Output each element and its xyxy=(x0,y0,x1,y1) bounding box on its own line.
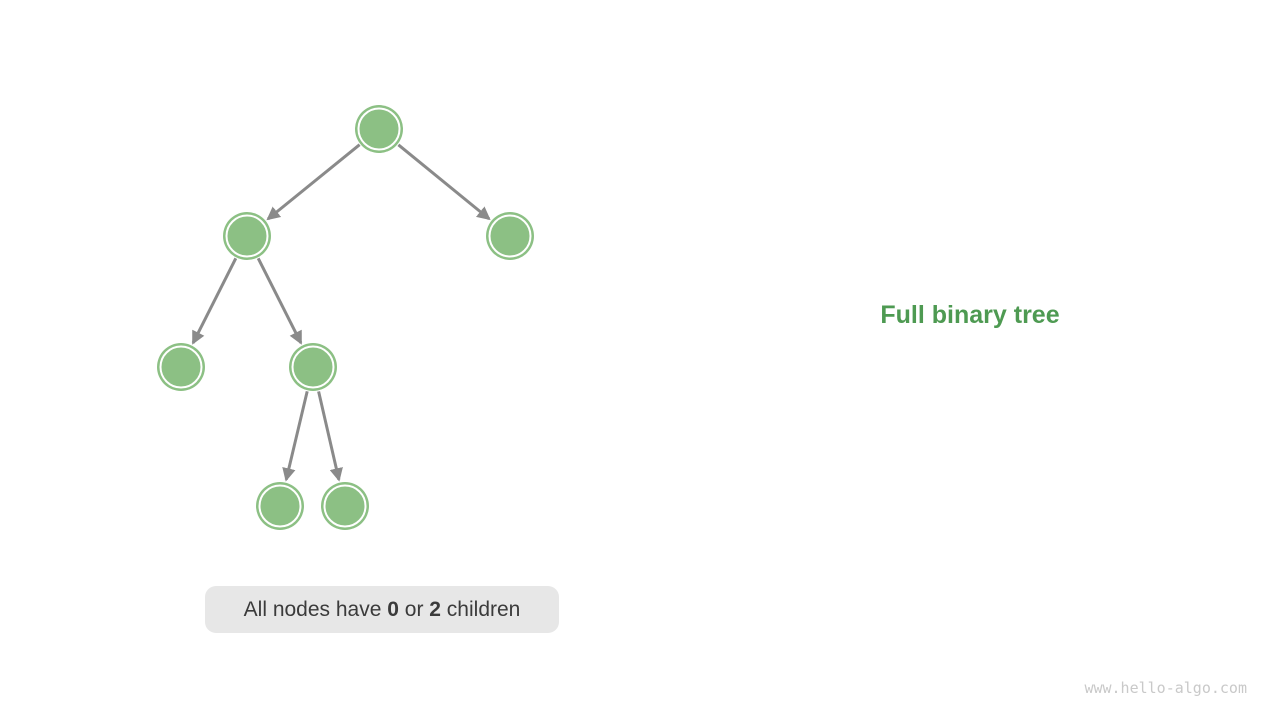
node-disc xyxy=(223,212,271,260)
node-disc xyxy=(321,482,369,530)
tree-edge-LR-LRR xyxy=(317,391,343,482)
caption-segment: All nodes have xyxy=(243,597,388,621)
tree-edge-L-LR xyxy=(256,257,303,345)
tree-nodes xyxy=(157,105,534,530)
caption-segment: or xyxy=(398,597,430,621)
node-inner-ring xyxy=(323,484,367,528)
node-disc xyxy=(157,343,205,391)
node-disc xyxy=(355,105,403,153)
figure-title: Full binary tree xyxy=(880,301,1060,329)
tree-edge-root-L xyxy=(266,143,361,221)
watermark: www.hello-algo.com xyxy=(1084,679,1247,697)
node-inner-ring xyxy=(225,214,269,258)
tree-edge-L-LL xyxy=(191,257,238,345)
tree-node-R xyxy=(486,212,534,260)
node-inner-ring xyxy=(258,484,302,528)
tree-edge-LR-LRL xyxy=(282,390,309,482)
tree-node-LR xyxy=(289,343,337,391)
tree-node-LRR xyxy=(321,482,369,530)
tree-node-root xyxy=(355,105,403,153)
node-inner-ring xyxy=(291,345,335,389)
caption-box: All nodes have 0 or 2 children xyxy=(205,586,559,633)
caption-bold-segment: 0 xyxy=(387,597,399,621)
node-disc xyxy=(486,212,534,260)
tree-node-LRL xyxy=(256,482,304,530)
node-disc xyxy=(256,482,304,530)
tree-edges xyxy=(191,143,491,482)
caption-bold-segment: 2 xyxy=(429,597,441,621)
node-inner-ring xyxy=(357,107,401,151)
tree-node-LL xyxy=(157,343,205,391)
tree-node-L xyxy=(223,212,271,260)
tree-edge-root-R xyxy=(397,143,491,221)
node-inner-ring xyxy=(488,214,532,258)
node-inner-ring xyxy=(159,345,203,389)
caption-text: All nodes have 0 or 2 children xyxy=(244,598,521,622)
caption-segment: children xyxy=(440,597,521,621)
node-disc xyxy=(289,343,337,391)
